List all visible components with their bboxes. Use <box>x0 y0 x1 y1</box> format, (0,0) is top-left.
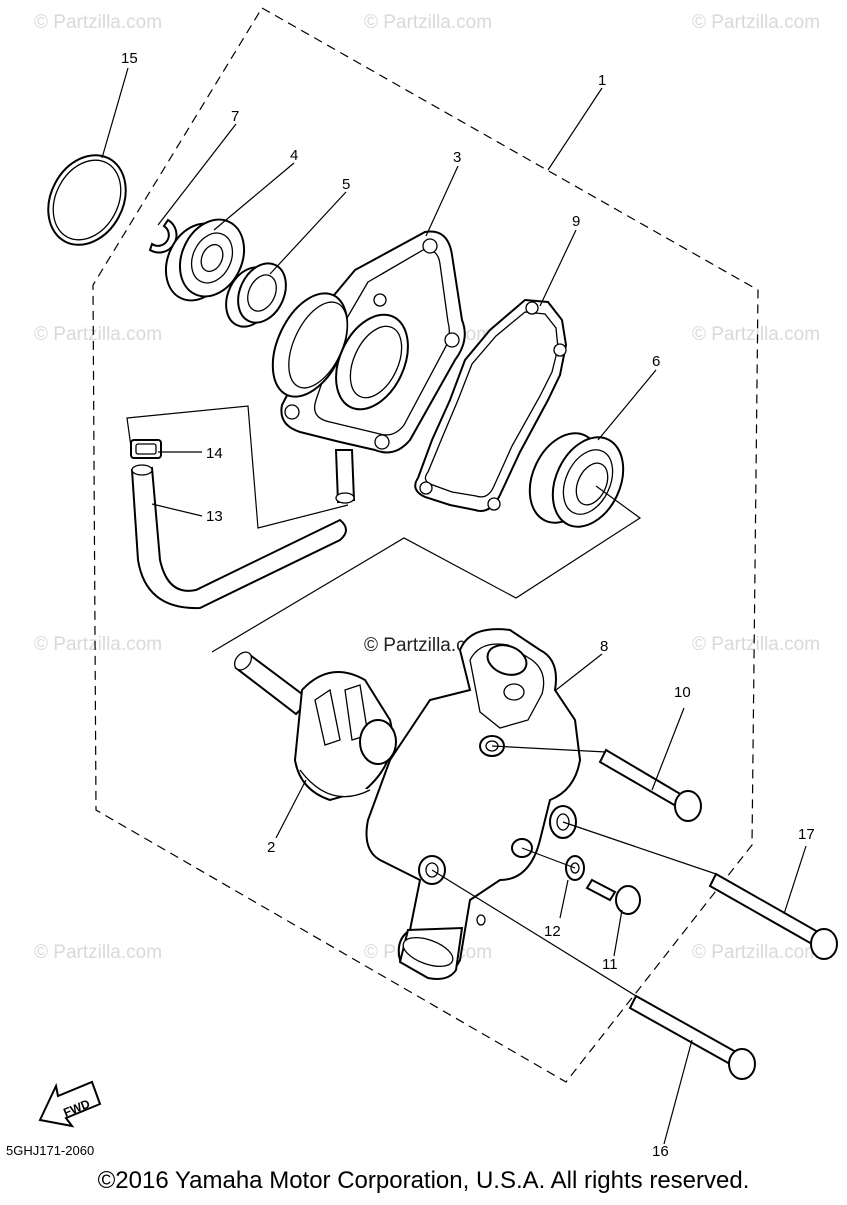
watermark: © Partzilla.com <box>692 942 820 963</box>
pump-housing-3 <box>271 230 466 504</box>
callout-7: 7 <box>231 108 239 125</box>
gasket-9 <box>414 298 568 512</box>
drawing-code: 5GHJ171-2060 <box>6 1143 95 1158</box>
pump-body-8 <box>365 628 582 980</box>
callout-10: 10 <box>674 684 691 701</box>
callout-3: 3 <box>453 149 461 166</box>
callout-9: 9 <box>572 213 580 230</box>
copyright-text: ©2016 Yamaha Motor Corporation, U.S.A. A… <box>97 1167 750 1194</box>
hose-clamp-14 <box>130 439 162 459</box>
watermark: © Partzilla.com <box>34 634 162 655</box>
leader-lines <box>101 67 807 1145</box>
impeller-shaft-2 <box>233 651 397 802</box>
callout-13: 13 <box>206 508 223 525</box>
callout-6: 6 <box>652 353 660 370</box>
callout-14: 14 <box>206 445 223 462</box>
watermark: © Partzilla.com <box>34 12 162 33</box>
assembly-outline <box>92 7 759 1083</box>
bolt-10 <box>598 748 702 822</box>
circlip-7 <box>148 218 178 254</box>
bearing-4 <box>164 218 246 302</box>
callout-4: 4 <box>290 147 298 164</box>
callout-12: 12 <box>544 923 561 940</box>
watermark: © Partzilla.com <box>34 942 162 963</box>
oil-seal-6 <box>528 432 625 528</box>
oil-seal-5 <box>225 262 287 328</box>
guide-lines <box>126 405 717 997</box>
watermark: © Partzilla.com <box>34 324 162 345</box>
callouts: 15 7 4 5 3 1 9 6 14 13 8 10 2 17 12 11 1… <box>121 50 815 1160</box>
watermark: © Partzilla.com <box>364 12 492 33</box>
fwd-arrow: FWD <box>38 1080 102 1128</box>
callout-15: 15 <box>121 50 138 67</box>
hose-13 <box>130 464 347 610</box>
callout-5: 5 <box>342 176 350 193</box>
callout-8: 8 <box>600 638 608 655</box>
bolt-11 <box>585 878 641 915</box>
callout-17: 17 <box>798 826 815 843</box>
callout-1: 1 <box>598 72 606 89</box>
watermark: © Partzilla.com <box>692 634 820 655</box>
watermark: © Partzilla.com <box>692 12 820 33</box>
bolt-16 <box>628 994 756 1080</box>
o-ring-15 <box>47 154 127 246</box>
callout-16: 16 <box>652 1143 669 1160</box>
watermark: © Partzilla.com <box>692 324 820 345</box>
callout-11: 11 <box>602 956 618 973</box>
callout-2: 2 <box>267 839 275 856</box>
